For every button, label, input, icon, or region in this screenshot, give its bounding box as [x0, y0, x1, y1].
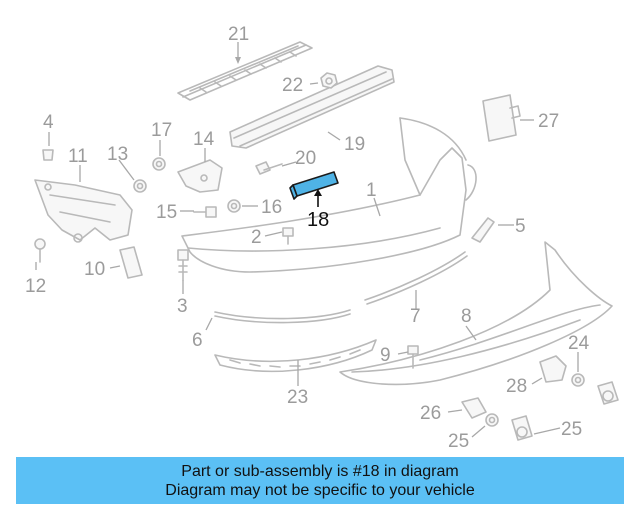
part-15-bolt: [193, 206, 217, 218]
part-25-grommet-upper: [571, 373, 585, 387]
part-12-screw: [34, 238, 46, 263]
callout-8: 8: [461, 306, 472, 327]
part-19-bumper-beam: [229, 65, 395, 149]
callout-23: 23: [287, 387, 308, 408]
part-7-strip: [364, 251, 468, 305]
callout-24: 25: [561, 419, 582, 440]
callout-3: 3: [177, 296, 188, 317]
part-26-sensor-holder: [461, 397, 487, 419]
part-3-stud: [177, 249, 189, 281]
callout-15: 15: [156, 202, 177, 223]
callout-20: 20: [295, 148, 316, 169]
part-20-bolt: [255, 161, 283, 175]
part-5-reflector: [471, 217, 495, 243]
callout-9: 9: [380, 345, 391, 366]
callout-11: 11: [68, 146, 88, 167]
part-23-lower-trim: [214, 339, 377, 373]
part-22-nut: [320, 72, 338, 89]
callout-1: 1: [366, 180, 377, 201]
callout-26: 26: [420, 403, 441, 424]
callout-2: 2: [251, 227, 262, 248]
info-banner: Part or sub-assembly is #18 in diagram D…: [16, 457, 624, 504]
callout-6: 6: [192, 330, 203, 351]
callout-labels: 21 22 27 19 4 17 13 14 11 20 18 15 16 1 …: [25, 24, 590, 452]
leader-lines: [35, 42, 579, 438]
callout-13: 13: [107, 144, 128, 165]
part-8-lower-valance: [339, 241, 613, 386]
callout-14: 14: [193, 129, 215, 150]
callout-22: 22: [282, 75, 303, 96]
part-4-clip: [42, 149, 54, 161]
part-27-sensor-housing: [539, 355, 567, 383]
banner-line-2: Diagram may not be specific to your vehi…: [165, 481, 475, 499]
part-10-pad: [119, 246, 143, 279]
part-25-grommet-lower: [485, 413, 499, 427]
callout-7: 7: [410, 306, 421, 327]
callout-27: 28: [506, 376, 527, 397]
callout-25-upper: 24: [568, 333, 590, 354]
callout-17: 17: [151, 120, 172, 141]
part-17-grommet: [152, 157, 166, 171]
part-13-grommet: [133, 179, 147, 193]
callout-16: 16: [261, 197, 282, 218]
part-6-strip: [214, 309, 351, 324]
part-11-side-bracket: [34, 179, 133, 243]
part-18-highlighted-bracket[interactable]: [289, 171, 339, 207]
part-14-bracket: [177, 159, 223, 193]
callout-18: 18: [307, 209, 329, 231]
callout-25-lower: 25: [448, 431, 469, 452]
callout-21: 21: [228, 24, 249, 45]
callout-19: 19: [344, 134, 365, 155]
callout-4: 4: [43, 112, 54, 133]
part-24-parking-sensor: [511, 381, 619, 441]
part-16-nut: [227, 199, 241, 213]
part-9-stud: [407, 345, 419, 369]
callout-28: 27: [538, 111, 559, 132]
part-21-reinforcement: [177, 41, 313, 101]
parts-diagram: 21 22 27 19 4 17 13 14 11 20 18 15 16 1 …: [25, 24, 619, 452]
callout-5: 5: [515, 216, 526, 237]
part-1-bumper-cover: [181, 117, 477, 273]
part-28-module: [482, 94, 521, 142]
part-2-screw: [282, 227, 294, 245]
banner-line-1: Part or sub-assembly is #18 in diagram: [181, 462, 459, 480]
callout-10: 10: [84, 259, 105, 280]
callout-12: 12: [25, 276, 46, 297]
